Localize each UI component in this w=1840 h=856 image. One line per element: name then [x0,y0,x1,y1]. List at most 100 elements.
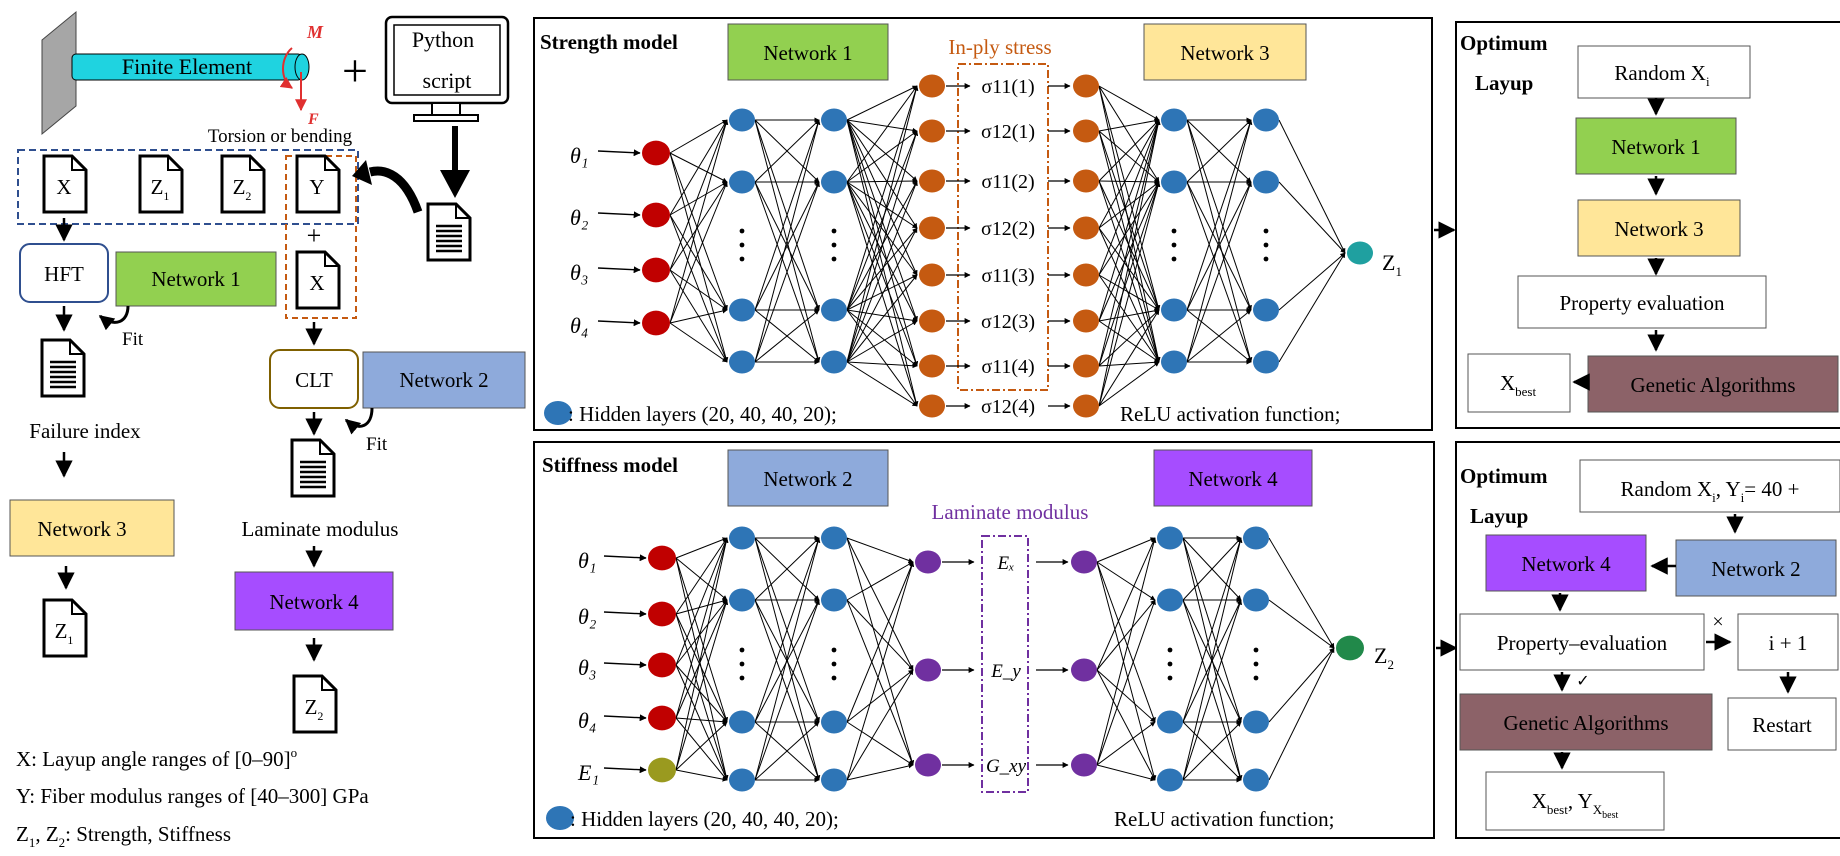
opt2-random-label: Random Xi, Yi= 40 + [1621,477,1800,505]
doc-x-clt-label: X [309,271,324,295]
input-node [648,601,676,627]
opt2-network2-box [1675,539,1837,597]
left-network2-label: Network 2 [399,368,488,392]
opt2-cross: × [1712,611,1723,633]
optimum-layup-stiffness-panel: Optimum Layup Random Xi, Yi= 40 + Networ… [1455,441,1840,839]
stress-in-node [919,74,945,98]
doc-z2: Z2 [220,154,266,214]
wall [41,10,77,136]
opt2-restart-box [1727,697,1837,751]
stress-out-node [1073,354,1099,378]
stress-label: σ11(4) [981,356,1034,378]
modulus-in-node [915,753,941,777]
opt1-network3-label: Network 3 [1614,217,1703,241]
stress-in-node [919,354,945,378]
stress-label: σ11(3) [981,265,1034,287]
ellipsis-dot [1263,228,1269,234]
stiffness-network4-label: Network 4 [1188,467,1278,491]
finite-element-label: Finite Element [122,54,252,79]
hidden-node [1243,526,1269,550]
opt2-check: ✓ [1576,673,1589,690]
hidden-node [1161,170,1187,194]
output-node [1347,241,1373,265]
hidden-node [1243,768,1269,792]
stress-label: σ11(2) [981,171,1034,193]
strength-model-panel: Strength model Network 1 Network 3 In-pl… [533,17,1433,431]
modulus-out-node [1071,658,1097,682]
left-network4-label: Network 4 [269,590,359,614]
doc-z1-label: Z1 [151,175,170,203]
hidden-node [1243,710,1269,734]
stress-in-node [919,216,945,240]
computer-icon: Python script [384,15,510,122]
strength-network3-label: Network 3 [1180,41,1269,65]
moment-label: M [306,22,324,42]
legend-node [546,806,574,830]
ellipsis-dot [1167,647,1173,653]
ellipsis-dot [739,647,745,653]
optimum-layup-strength-panel: Optimum Layup Random Xi Network 1 Networ… [1455,21,1840,429]
opt2-title-2: Layup [1470,504,1528,528]
inply-stress-label: In-ply stress [948,35,1051,59]
input-theta-label: θ₄ [570,313,588,338]
stiffness-network2-box [727,449,889,507]
stress-in-node [919,119,945,143]
doc-x-label: X [56,175,71,199]
input-label: θ₁ [578,548,596,573]
input-label: θ₃ [578,655,596,680]
opt1-property-box [1517,275,1767,329]
python-label-1: Python [412,27,474,52]
input-group-box [17,149,359,225]
hidden-node [821,710,847,734]
hidden-node [1157,526,1183,550]
strength-frame [533,17,1433,431]
opt1-network1-label: Network 1 [1611,135,1700,159]
connections [675,535,1335,783]
ellipsis-dot [831,256,837,262]
left-network4-box [234,571,394,631]
input-node [648,757,676,783]
doc-z2-label: Z2 [233,175,252,203]
hidden-node [821,588,847,612]
hidden-node [1157,588,1183,612]
fit-label: Fit [122,329,144,350]
hft-box [19,243,109,303]
strength-network1-box [727,23,889,81]
hidden-node [1161,350,1187,374]
input-node [642,310,670,336]
hidden-node [1253,350,1279,374]
strength-network3-box [1143,23,1307,81]
stiffness-relu: ReLU activation function; [1114,807,1334,831]
opt1-xbest-box [1467,353,1571,413]
ellipsis-dot [1253,661,1259,667]
doc-laminate-modulus [290,438,336,498]
doc-z2-output-label: Z2 [305,695,324,723]
stress-label: σ12(4) [981,396,1035,418]
hidden-node [729,588,755,612]
opt2-property-box [1459,613,1705,671]
doc-z1-output: Z1 [42,598,88,658]
input-theta-label: θ₁ [570,143,588,168]
left-network2-box [362,351,526,409]
input-theta-label: θ₂ [570,205,589,230]
ellipsis-dot [1253,647,1259,653]
modulus-out-node [1071,753,1097,777]
opt2-ga-label: Genetic Algorithms [1503,711,1668,735]
hidden-node [729,526,755,550]
doc-x: X [42,154,88,214]
stress-in-node [919,263,945,287]
hidden-node [821,170,847,194]
stiffness-title: Stiffness model [542,453,678,477]
hidden-node [729,298,755,322]
strength-title: Strength model [540,30,678,54]
hidden-node [1253,108,1279,132]
ellipsis-dot [831,647,837,653]
legend-node [544,401,572,425]
ellipsis-dot [1171,256,1177,262]
stiffness-legend: : Hidden layers (20, 40, 40, 20); [570,807,839,831]
ellipsis-dot [739,256,745,262]
left-workflow: Finite Element M F + Python script Torsi… [9,10,526,850]
opt2-title-1: Optimum [1460,464,1548,488]
ellipsis-dot [1253,675,1259,681]
